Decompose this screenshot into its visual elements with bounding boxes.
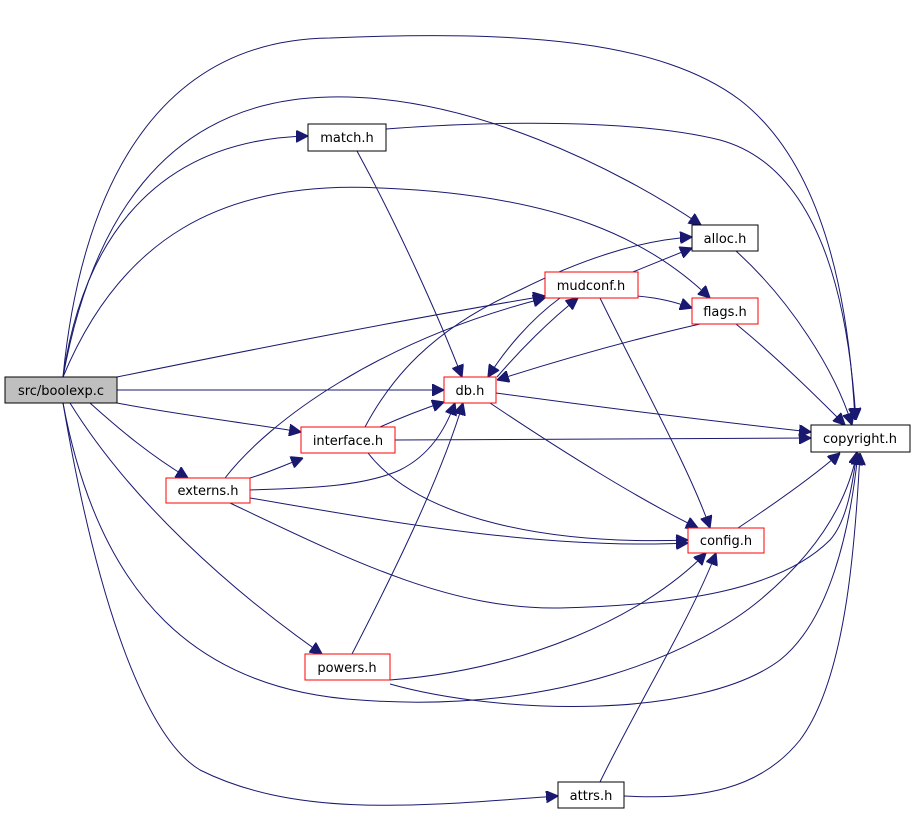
- edge-boolexp-mudconf: [116, 296, 545, 378]
- node-alloc[interactable]: alloc.h: [691, 224, 759, 252]
- node-externs-label: externs.h: [177, 484, 238, 499]
- edge-boolexp-match: [62, 136, 308, 378]
- edge-alloc-copyright: [735, 250, 852, 425]
- node-interface[interactable]: interface.h: [300, 426, 396, 454]
- edge-externs-interface: [249, 458, 303, 479]
- edge-mudconf-config: [599, 297, 710, 528]
- edge-db-mudconf: [496, 298, 578, 378]
- edge-mudconf-flags: [636, 295, 692, 308]
- edge-match-copyright: [385, 122, 856, 420]
- edge-externs-db: [249, 403, 455, 491]
- edge-interface-alloc: [364, 237, 692, 428]
- node-mudconf-label: mudconf.h: [557, 279, 626, 294]
- node-attrs[interactable]: attrs.h: [557, 781, 625, 809]
- edge-boolexp-flags: [62, 186, 710, 378]
- edge-powers-copyright: [389, 453, 858, 707]
- node-attrs-label: attrs.h: [570, 789, 613, 804]
- node-match-label: match.h: [320, 131, 374, 146]
- edge-attrs-copyright: [623, 453, 860, 798]
- node-db-label: db.h: [456, 384, 485, 399]
- node-boolexp[interactable]: src/boolexp.c: [4, 376, 118, 404]
- edge-boolexp-externs: [89, 402, 188, 478]
- edge-db-config: [489, 402, 698, 528]
- edge-powers-config: [389, 553, 706, 681]
- node-mudconf[interactable]: mudconf.h: [544, 271, 639, 299]
- edge-boolexp-attrs: [62, 402, 558, 806]
- edge-match-db: [356, 150, 462, 377]
- node-copyright-label: copyright.h: [823, 432, 897, 447]
- node-powers[interactable]: powers.h: [304, 653, 391, 681]
- edge-config-copyright: [737, 453, 840, 529]
- edge-boolexp-copyright-bottom: [62, 402, 857, 703]
- edge-flags-db: [497, 323, 701, 380]
- node-boolexp-label: src/boolexp.c: [18, 384, 104, 399]
- node-config[interactable]: config.h: [687, 527, 765, 554]
- node-interface-label: interface.h: [313, 434, 383, 449]
- node-config-label: config.h: [700, 534, 752, 549]
- edge-interface-copyright: [394, 438, 811, 440]
- edge-mudconf-alloc: [622, 248, 692, 277]
- edge-powers-db: [351, 403, 463, 655]
- nodes: src/boolexp.c match.h alloc.h mudconf.h …: [4, 123, 911, 809]
- edge-mudconf-db: [488, 297, 561, 377]
- edge-externs-copyright: [229, 452, 857, 609]
- node-externs[interactable]: externs.h: [165, 477, 251, 504]
- edge-interface-config: [367, 452, 688, 541]
- node-db[interactable]: db.h: [443, 376, 497, 404]
- edge-boolexp-powers: [69, 402, 322, 654]
- edge-attrs-config: [599, 553, 716, 783]
- edge-flags-copyright: [735, 323, 845, 425]
- edge-boolexp-interface: [116, 402, 301, 432]
- node-flags[interactable]: flags.h: [691, 297, 759, 325]
- edges: [62, 35, 860, 806]
- edge-externs-mudconf: [224, 298, 545, 479]
- edge-boolexp-alloc: [62, 96, 701, 378]
- edge-db-copyright: [495, 392, 811, 432]
- node-flags-label: flags.h: [703, 305, 747, 320]
- edge-boolexp-copyright-top: [62, 35, 855, 420]
- edge-interface-db: [379, 402, 444, 428]
- node-match[interactable]: match.h: [307, 123, 387, 152]
- node-copyright[interactable]: copyright.h: [810, 424, 911, 453]
- edge-externs-config: [249, 497, 688, 544]
- node-powers-label: powers.h: [317, 661, 376, 676]
- node-alloc-label: alloc.h: [704, 232, 747, 247]
